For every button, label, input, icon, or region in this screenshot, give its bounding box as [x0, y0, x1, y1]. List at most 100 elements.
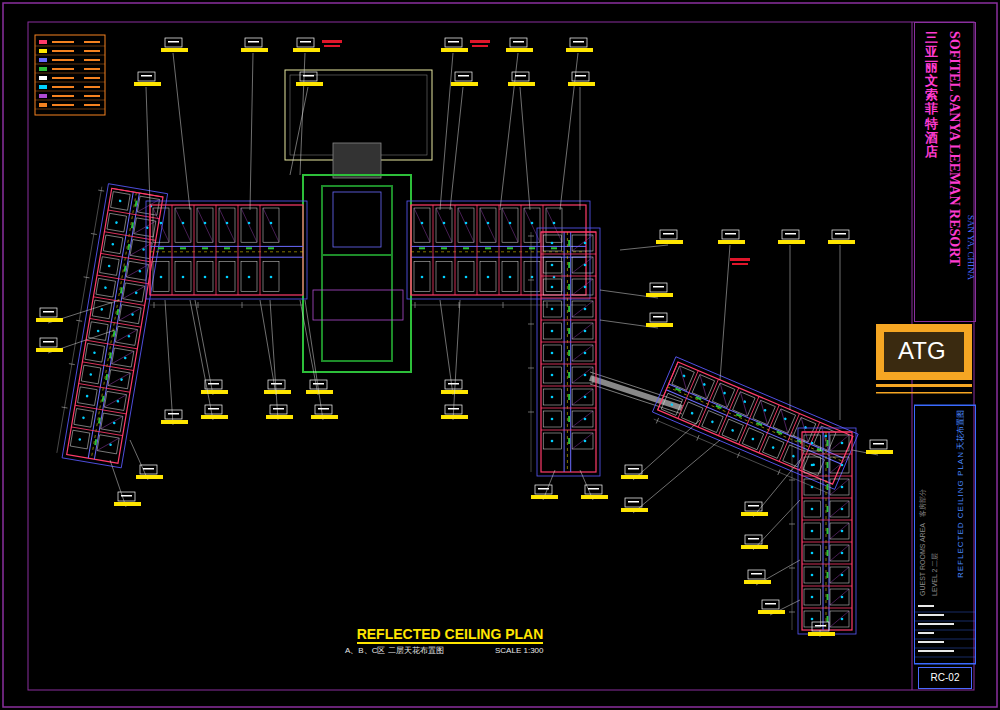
downlight: [551, 242, 554, 245]
room-ceiling: [241, 262, 257, 292]
downlight: [108, 264, 111, 267]
ceiling-hatch: [458, 208, 474, 242]
corridor-line: [411, 246, 586, 247]
ceiling-hatch: [793, 418, 815, 442]
diffuser: [105, 374, 108, 380]
legend-row: [35, 73, 105, 74]
room-ceiling: [524, 208, 540, 242]
ceiling-hatch: [672, 366, 694, 390]
revision-mark: [732, 263, 748, 265]
room-ceiling: [546, 262, 562, 292]
lighting-track: [411, 251, 586, 252]
drawing-title: REFLECTED CEILING PLAN: [357, 627, 544, 644]
ceiling-hatch: [572, 345, 593, 361]
room-wall: [802, 542, 852, 543]
room-ceiling: [733, 392, 755, 416]
area-name-cn: 客房部分: [919, 489, 926, 517]
diffuser: [827, 572, 829, 578]
tag-bar: [506, 48, 533, 52]
downlight: [443, 222, 446, 225]
tag-box: [455, 72, 472, 81]
legend-row: [35, 46, 105, 47]
tag-mark: [271, 383, 282, 385]
leader-line: [290, 87, 308, 175]
downlight: [551, 308, 554, 311]
room-ceiling: [126, 261, 148, 280]
tag-box: [165, 410, 182, 419]
legend-row: [35, 91, 105, 92]
room-wall: [172, 205, 173, 295]
tag-box: [205, 405, 222, 414]
room-ceiling: [543, 301, 561, 317]
project-panel: 三亚丽文索菲特酒店SOFITEL SANYA LEEMAN RESORTSAN …: [914, 22, 976, 322]
legend-sample: [39, 49, 47, 53]
downlight: [120, 378, 123, 381]
diffuser: [419, 247, 425, 249]
room-ceiling: [543, 389, 561, 405]
building-wing: [789, 428, 856, 634]
leader-line: [500, 53, 518, 210]
room-ceiling: [78, 387, 98, 406]
downlight: [182, 222, 185, 225]
legend-marks: [84, 59, 100, 61]
room-wall: [541, 254, 596, 255]
room-ceiling: [115, 326, 137, 345]
tag-mark: [765, 603, 776, 605]
ceiling-hatch: [830, 435, 849, 451]
downlight: [841, 442, 844, 445]
logo-rule: [876, 392, 972, 394]
diffuser: [568, 372, 570, 378]
legend-sample: [39, 40, 47, 44]
tag-box: [625, 498, 642, 507]
room-wall: [477, 205, 478, 295]
tag-bar: [741, 512, 768, 516]
diffuser: [817, 448, 823, 452]
downlight: [584, 286, 587, 289]
diffuser: [568, 350, 570, 356]
revision-mark: [472, 45, 488, 47]
downlight: [551, 352, 554, 355]
room-ceiling: [783, 445, 804, 467]
downlight: [78, 438, 81, 441]
diffuser: [120, 287, 123, 293]
leader-line: [753, 500, 800, 550]
tag-bar: [508, 82, 535, 86]
room-ceiling: [830, 479, 849, 495]
room-wall: [678, 371, 698, 419]
tag-bar: [311, 415, 338, 419]
tag-mark: [653, 316, 664, 318]
downlight: [584, 308, 587, 311]
tag-bar: [293, 48, 320, 52]
tag-box: [445, 380, 462, 389]
room-ceiling: [804, 435, 821, 451]
legend-marks: [52, 95, 74, 97]
tag-mark: [835, 233, 846, 235]
diffuser: [776, 431, 782, 435]
diffuser: [568, 262, 570, 268]
room-ceiling: [414, 262, 430, 292]
downlight: [841, 508, 844, 511]
tag-bar: [758, 610, 785, 614]
room-ceiling: [197, 262, 213, 292]
diffuser: [695, 396, 701, 400]
tag-mark: [318, 408, 329, 410]
room-ceiling: [219, 208, 235, 242]
diffuser: [202, 247, 208, 249]
tag-bar: [744, 580, 771, 584]
tag-box: [870, 440, 887, 449]
room-ceiling: [263, 208, 279, 242]
room-ceiling: [502, 208, 518, 242]
legend-marks: [84, 86, 100, 88]
ceiling-hatch: [137, 196, 159, 215]
downlight: [731, 429, 734, 432]
tag-mark: [208, 408, 219, 410]
project-name-en: SOFITEL SANYA LEEMAN RESORT: [947, 31, 961, 266]
room-ceiling: [830, 567, 849, 583]
stair-block: [333, 143, 381, 178]
room-ceiling: [137, 196, 159, 215]
room-wall: [216, 205, 217, 295]
room-wall: [541, 232, 596, 233]
leader-line: [633, 420, 700, 480]
legend-row: [35, 82, 105, 83]
leader-line: [633, 440, 720, 513]
